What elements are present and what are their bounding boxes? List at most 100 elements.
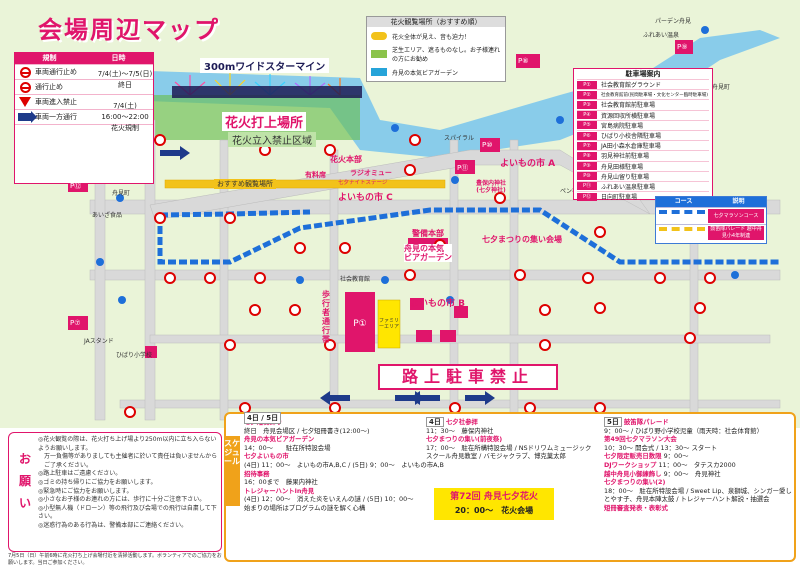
parking-guide-title: 駐車場案内 [625, 70, 661, 78]
footnote: 7月5日（日）午前6時に花火打ち上げ会場付近を清掃活動します。ボランティアでのご… [8, 553, 222, 566]
legend-label: 車両一方通行 [35, 113, 77, 121]
parking-p12-label[interactable]: P⑫ [70, 182, 82, 190]
parking-p9-label[interactable]: P⑨ [677, 43, 688, 51]
market-a-label: よいもの市 A [500, 159, 556, 169]
view-spot-text: 舟見の本気ビアガーデン [392, 69, 459, 77]
yellow-swatch [371, 32, 387, 40]
parking-p11-label[interactable]: P⑪ [457, 164, 469, 172]
legend-label: 車両進入禁止 [35, 98, 77, 106]
schedule-panel [224, 412, 796, 562]
meeting-point-label: 七夕まつりの集い会場 [482, 235, 562, 244]
parking-p7-label[interactable]: P⑦ [70, 319, 81, 327]
legend-label: 車両通行止め [35, 68, 77, 76]
no-entry-icon [18, 66, 32, 78]
no-entry-zone-label: 花火立入禁止区域 [228, 132, 316, 147]
place-label: 社会教育館 [340, 276, 371, 283]
main-fireworks-event: 第72回 舟見七夕花火 20：00～ 花火会場 [434, 488, 554, 520]
parking-no: P④ [577, 111, 597, 120]
view-spot-title: 花火観覧場所（おすすめ順） [367, 17, 505, 27]
schedule-col2: 4日 七夕社参拝 11：30～ 藤保内神社 七夕まつりの集い(前夜祭) 17：0… [426, 417, 592, 461]
recommended-view-label: おすすめ観覧場所 [214, 179, 276, 189]
parking-no: P⑥ [577, 131, 597, 140]
request-text: ◎花火観覧の際は、花火打ち上げ場より250m以内に立ち入らないようお願いします。… [38, 436, 218, 529]
parking-name: 舟見山留り駐車場 [601, 173, 650, 181]
place-label: 舟見町 [712, 84, 731, 91]
view-spot-text: 芝生エリア、遮るものなし。お子様連れの方にお勧め [392, 47, 501, 63]
parking-name: 社会教育館前駐車場 [601, 102, 656, 110]
family-area-block [377, 299, 401, 349]
course-col2: 説明 [732, 198, 745, 205]
parking-no: P⑩ [577, 172, 597, 181]
course-col1: コース [674, 198, 693, 205]
day-label: 4日 / 5日 [244, 412, 282, 424]
parking-name: 羽見神社前駐車場 [601, 153, 650, 161]
pedestrian-zone-label: 歩行者通行帯 [322, 290, 330, 344]
parking-name: 資源回収所横駐車場 [601, 112, 656, 120]
place-label: ふれあい温泉 [643, 32, 680, 39]
parking-no: P② [577, 90, 597, 99]
parking-no: P⑧ [577, 151, 597, 160]
parking-no: P⑤ [577, 121, 597, 130]
legend-col-date: 日時 [111, 54, 126, 62]
legend-date2: 7/4(土) [113, 102, 137, 110]
parking-p1 [345, 292, 375, 352]
road-closed-icon [18, 81, 32, 93]
schedule-col1: 七夕短冊飾り 終日 舟見会場区 / 七夕短冊書き(12:00～) 舟見の本気ビア… [244, 418, 444, 512]
parking-no: P⑨ [577, 162, 597, 171]
place-label: ひばり小学校 [116, 352, 153, 359]
parking-no: P⑫ [577, 192, 597, 201]
beer-garden-label: 舟見の本気ビアガーデン [404, 244, 452, 262]
schedule-col3: 5日 鼓笛隊パレード 9：00～ / ひばり野小学校児童（雨天時：社会体育館） … [604, 417, 792, 512]
parade-desc: 鼓笛隊パレード 越中舟見小4年制連 [708, 226, 764, 240]
parking-no: P⑦ [577, 141, 597, 150]
spiral-label: スパイラル [444, 135, 475, 142]
legend-label: 通行止め [35, 83, 63, 91]
legend-date2b: 16:00～22:00 [101, 113, 149, 121]
course-legend: コース 説明 七夕マラソンコース 鼓笛隊パレード 越中舟見小4年制連 [655, 196, 767, 244]
wide-star-mine-label: 300mワイドスターマイン [200, 58, 330, 73]
marathon-course [157, 207, 780, 265]
regulation-legend: 規制 日時 車両通行止め 通行止め 車両進入禁止 車両一方通行 7/4(土)～7/… [14, 52, 154, 184]
place-label: 舟見町 [112, 190, 131, 197]
request-title: お願い [18, 452, 31, 510]
legend-date2c: 花火規制 [111, 124, 139, 132]
place-label: JAスタンド [84, 338, 114, 345]
legend-date1: 7/4(土)～7/5(日) [97, 70, 153, 78]
recommended-route [164, 179, 446, 189]
parking-no: P③ [577, 100, 597, 109]
family-area-label: ファミリーエリア [378, 318, 399, 330]
parade-line [659, 227, 705, 239]
parking-name: 社会教育館前(民間駐車場・文化センター臨時駐車場) [601, 92, 709, 98]
parking-no: P① [577, 80, 597, 89]
no-street-parking-banner: 路上駐車禁止 [378, 364, 558, 390]
radio-label: ラジオミュー [350, 169, 392, 177]
parking-name: 宮島病院駐車場 [601, 122, 644, 130]
legend-col-rule: 規制 [42, 54, 57, 62]
fireworks-site-label: 花火打上場所 [222, 112, 307, 131]
marathon-line [659, 210, 705, 222]
parking-p10-label[interactable]: P⑩ [482, 141, 493, 149]
no-vehicle-entry-icon [18, 96, 32, 108]
parking-name: ふれあい温泉駐車場 [601, 183, 656, 191]
place-label: あいざ食品 [92, 212, 123, 219]
green-swatch [371, 50, 387, 58]
parking-name: 日向町駐車場 [601, 194, 638, 202]
radio-sub-label: 七夕ナイトステージ [338, 180, 388, 186]
view-spot-text: 花火全体が見え、音も迫力！ [392, 33, 471, 41]
tanabata-shrine-label: 豊保内神社(七夕神社) [476, 180, 507, 194]
marathon-desc: 七夕マラソンコース [708, 209, 764, 223]
parking-no: P⑪ [577, 182, 597, 191]
map-title: 会場周辺マップ [38, 16, 220, 44]
parking-p8-label[interactable]: P⑧ [518, 57, 529, 65]
legend-date1b: 終日 [118, 81, 132, 89]
police-hq-label: 警備本部 [412, 229, 444, 238]
parking-name: ひばり小校舎隣駐車場 [601, 133, 662, 141]
one-way-icon [18, 111, 37, 123]
view-spot-legend: 花火観覧場所（おすすめ順） 花火全体が見え、音も迫力！ 芝生エリア、遮るものなし… [366, 16, 506, 82]
market-b-label: よいもの市 B [410, 299, 465, 309]
request-panel [8, 432, 222, 552]
paid-seats-label: 有料席 [305, 171, 326, 179]
hanabi-hq-label: 花火本部 [330, 155, 362, 164]
place-label: ペン専 [560, 188, 579, 195]
